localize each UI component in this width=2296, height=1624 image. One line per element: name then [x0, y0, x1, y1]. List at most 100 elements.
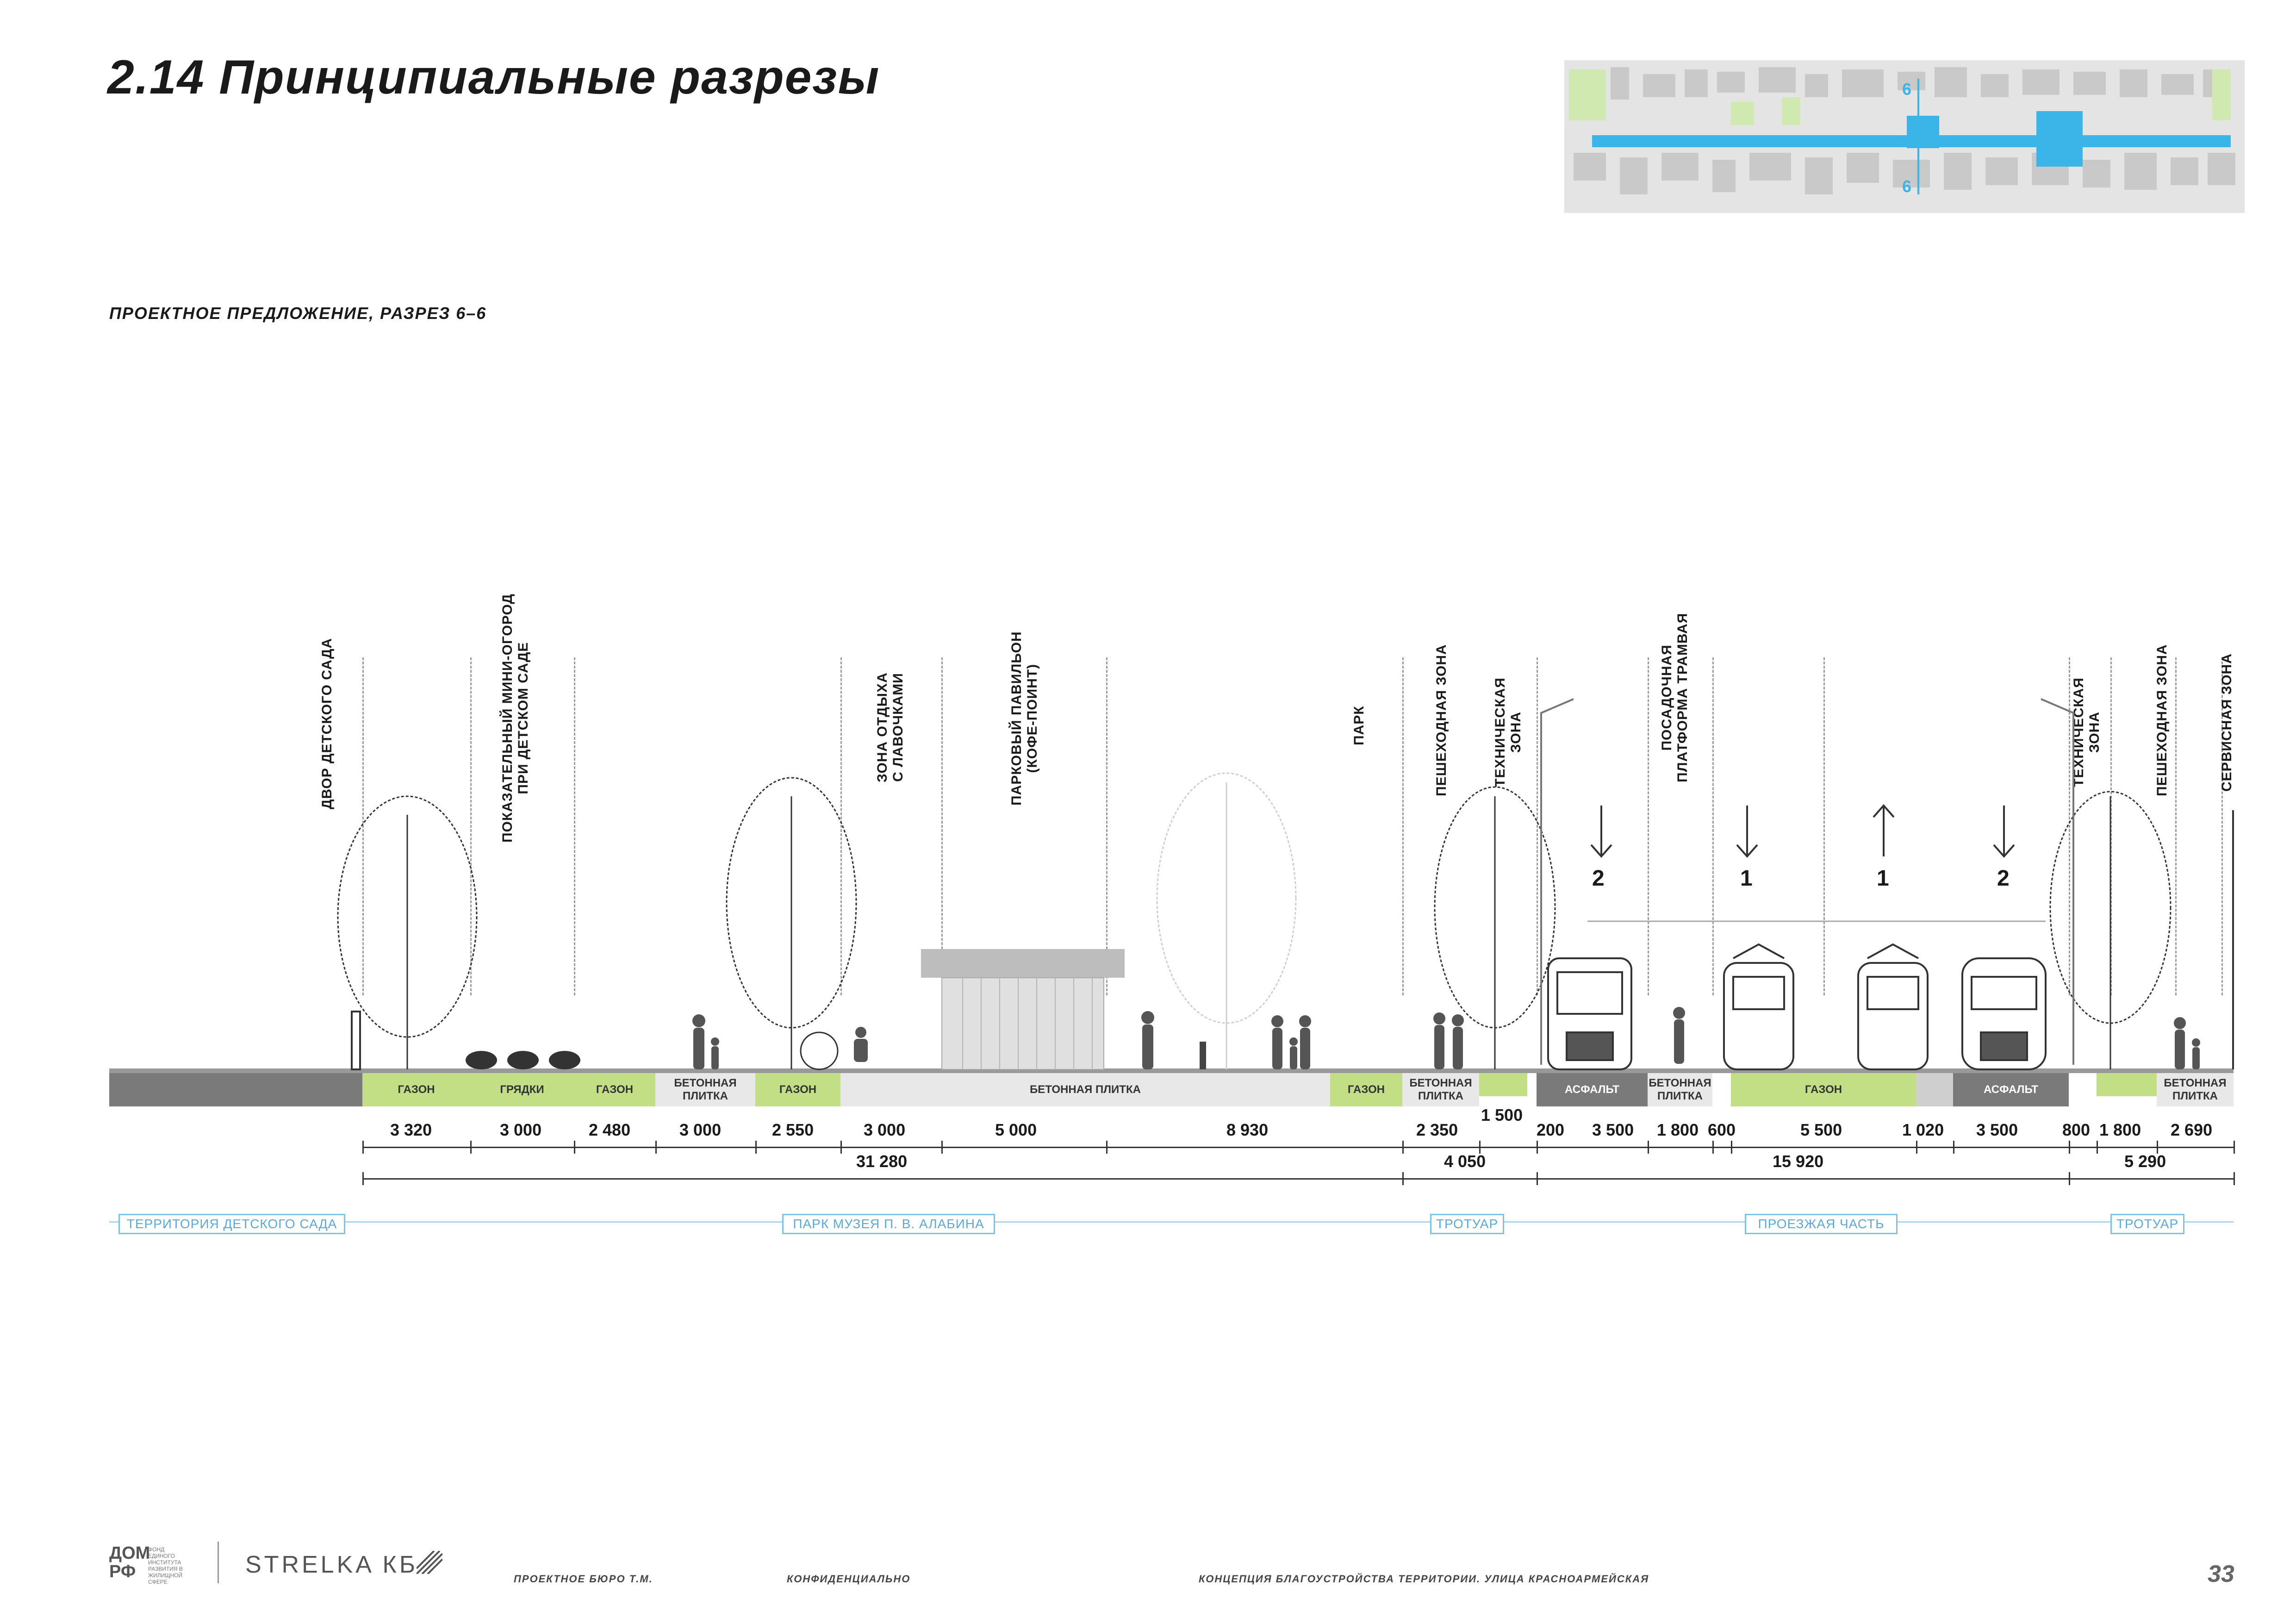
logo-strelka: STRELKA КБ [245, 1551, 418, 1578]
dim-value: 8 930 [1226, 1120, 1269, 1139]
dim-value: 600 [1708, 1120, 1736, 1139]
lane-number: 2 [1592, 866, 1605, 891]
shrub [800, 1031, 839, 1070]
zone-divider [574, 657, 575, 995]
dim-total: 4 050 [1444, 1152, 1486, 1171]
dim-value: 1 020 [1902, 1120, 1944, 1139]
surface-asphalt: АСФАЛЬТ [1953, 1073, 2069, 1106]
zone-divider [362, 657, 364, 995]
dim-value: 1 800 [2099, 1120, 2141, 1139]
dim-value: 200 [1537, 1120, 1565, 1139]
surface-lawn: ГАЗОН [1330, 1073, 1402, 1106]
location-minimap: 6 6 [1564, 60, 2245, 213]
zone-divider [1712, 657, 1714, 995]
surface-lawn: ГАЗОН [755, 1073, 840, 1106]
territory-sidewalk-left: ТРОТУАР [1430, 1214, 1504, 1234]
zone-divider [1402, 657, 1404, 995]
zone-divider [941, 657, 943, 995]
zone-divider [1823, 657, 1825, 995]
dim-value: 3 500 [1592, 1120, 1634, 1139]
tree [2049, 791, 2172, 1069]
minimap-park [1569, 69, 1606, 120]
street-lamp [2041, 698, 2074, 1065]
tree [1434, 786, 1556, 1069]
zone-divider [1648, 657, 1649, 995]
surface-lawn-technical [2097, 1073, 2157, 1096]
footer-divider [218, 1542, 219, 1583]
zone-divider [470, 657, 472, 995]
territory-sidewalk-right: ТРОТУАР [2110, 1214, 2184, 1234]
strelka-pattern-icon [417, 1551, 442, 1574]
dim-total: 5 290 [2124, 1152, 2166, 1171]
tram [1723, 943, 1794, 1070]
dim-value: 2 350 [1416, 1120, 1458, 1139]
section-illustration [109, 698, 2234, 1073]
surface-lawn-tram: ГАЗОН [1731, 1073, 1916, 1106]
dim-total: 15 920 [1773, 1152, 1824, 1171]
lane-number: 1 [1877, 866, 1889, 891]
surface-beds: ГРЯДКИ [470, 1073, 574, 1106]
zone-divider [840, 657, 842, 995]
minimap-marker-bottom: 6 [1902, 177, 1911, 196]
dim-value: 3 500 [1976, 1120, 2018, 1139]
tree [337, 795, 478, 1069]
territory-line [109, 1221, 2234, 1223]
van [1961, 957, 2047, 1070]
dim-value: 2 550 [772, 1120, 814, 1139]
dim-value: 2 690 [2171, 1120, 2213, 1139]
surface-tiles-long: БЕТОННАЯ ПЛИТКА [840, 1073, 1330, 1106]
bus [1547, 957, 1632, 1070]
territory-park: ПАРК МУЗЕЯ П. В. АЛАБИНА [782, 1214, 995, 1234]
dim-value: 3 320 [390, 1120, 432, 1139]
minimap-marker-top: 6 [1902, 80, 1911, 99]
section-subtitle: ПРОЕКТНОЕ ПРЕДЛОЖЕНИЕ, РАЗРЕЗ 6–6 [109, 304, 487, 323]
lane-number: 1 [1740, 866, 1753, 891]
lane-arrows [1590, 804, 2015, 858]
dimension-line-totals [362, 1178, 2234, 1180]
tree [726, 777, 857, 1069]
surface-lawn: ГАЗОН [362, 1073, 470, 1106]
dim-value: 5 000 [995, 1120, 1037, 1139]
dim-value: 3 000 [864, 1120, 906, 1139]
dim-value: 800 [2062, 1120, 2091, 1139]
surface-asphalt-yard [109, 1073, 362, 1106]
zone-divider [2069, 657, 2070, 995]
surface-curb [1916, 1073, 1953, 1106]
tree-faded [1156, 772, 1297, 1069]
page-number: 33 [2208, 1561, 2234, 1587]
dim-value: 3 000 [679, 1120, 722, 1139]
surface-lawn-technical [1479, 1073, 1527, 1096]
zone-divider [2221, 657, 2223, 995]
street-lamp [1540, 698, 1574, 1065]
logo-domrf-caption: ФОНД ЕДИНОГО ИНСТИТУТА РАЗВИТИЯ В ЖИЛИЩН… [148, 1546, 183, 1585]
minimap-svg: 6 6 [1564, 60, 2245, 213]
dim-total: 31 280 [856, 1152, 908, 1171]
surface-lawn: ГАЗОН [574, 1073, 655, 1106]
lane-number: 2 [1997, 866, 2010, 891]
bollard [1200, 1042, 1206, 1069]
dim-value: 2 480 [589, 1120, 631, 1139]
footer-bureau: ПРОЕКТНОЕ БЮРО Т.М. [514, 1573, 653, 1585]
garden-plants [466, 1051, 580, 1069]
territory-kindergarten: ТЕРРИТОРИЯ ДЕТСКОГО САДА [118, 1214, 345, 1234]
zone-divider [1106, 657, 1108, 995]
pavilion [921, 949, 1125, 1070]
zone-divider [2175, 657, 2177, 995]
dimension-line [362, 1147, 2234, 1148]
footer-concept: КОНЦЕПЦИЯ БЛАГОУСТРОЙСТВА ТЕРРИТОРИИ. УЛ… [1199, 1573, 1649, 1585]
fence [351, 1011, 361, 1070]
dim-value: 3 000 [500, 1120, 542, 1139]
surface-asphalt: АСФАЛЬТ [1537, 1073, 1648, 1106]
zone-divider [1537, 657, 1538, 995]
territory-roadway: ПРОЕЗЖАЯ ЧАСТЬ [1745, 1214, 1898, 1234]
dim-value: 1 800 [1657, 1120, 1699, 1139]
dim-value: 1 500 [1481, 1106, 1523, 1124]
dim-value: 5 500 [1800, 1120, 1842, 1139]
page-title: 2.14 Принципиальные разрезы [107, 50, 880, 104]
